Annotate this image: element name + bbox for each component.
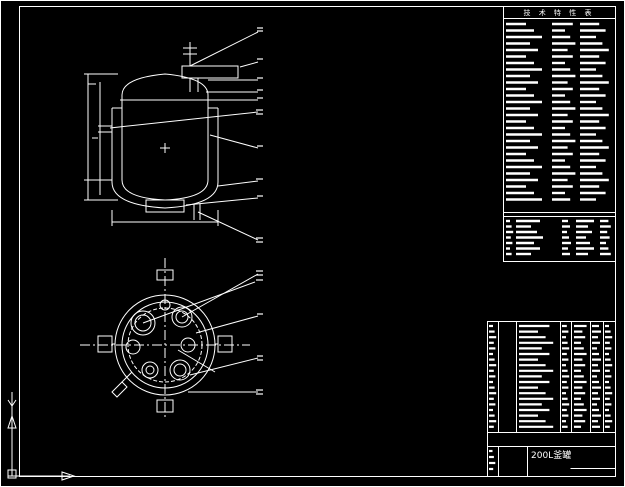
- ucs-axis-icon: [7, 392, 76, 481]
- parts-list-table: [487, 321, 616, 477]
- tech-spec-table: [503, 6, 616, 262]
- plan-leader-lines: [142, 273, 259, 393]
- elevation-leader-lines: [109, 31, 259, 241]
- tech-spec-table-title: 技 术 特 性 表: [523, 9, 595, 17]
- vessel-plan-view: [80, 258, 250, 420]
- drawing-title: 200L釜罐: [531, 451, 572, 461]
- plan-callout-ticks: [256, 270, 263, 395]
- elevation-callout-ticks: [256, 27, 263, 243]
- vessel-elevation-view: [84, 42, 239, 226]
